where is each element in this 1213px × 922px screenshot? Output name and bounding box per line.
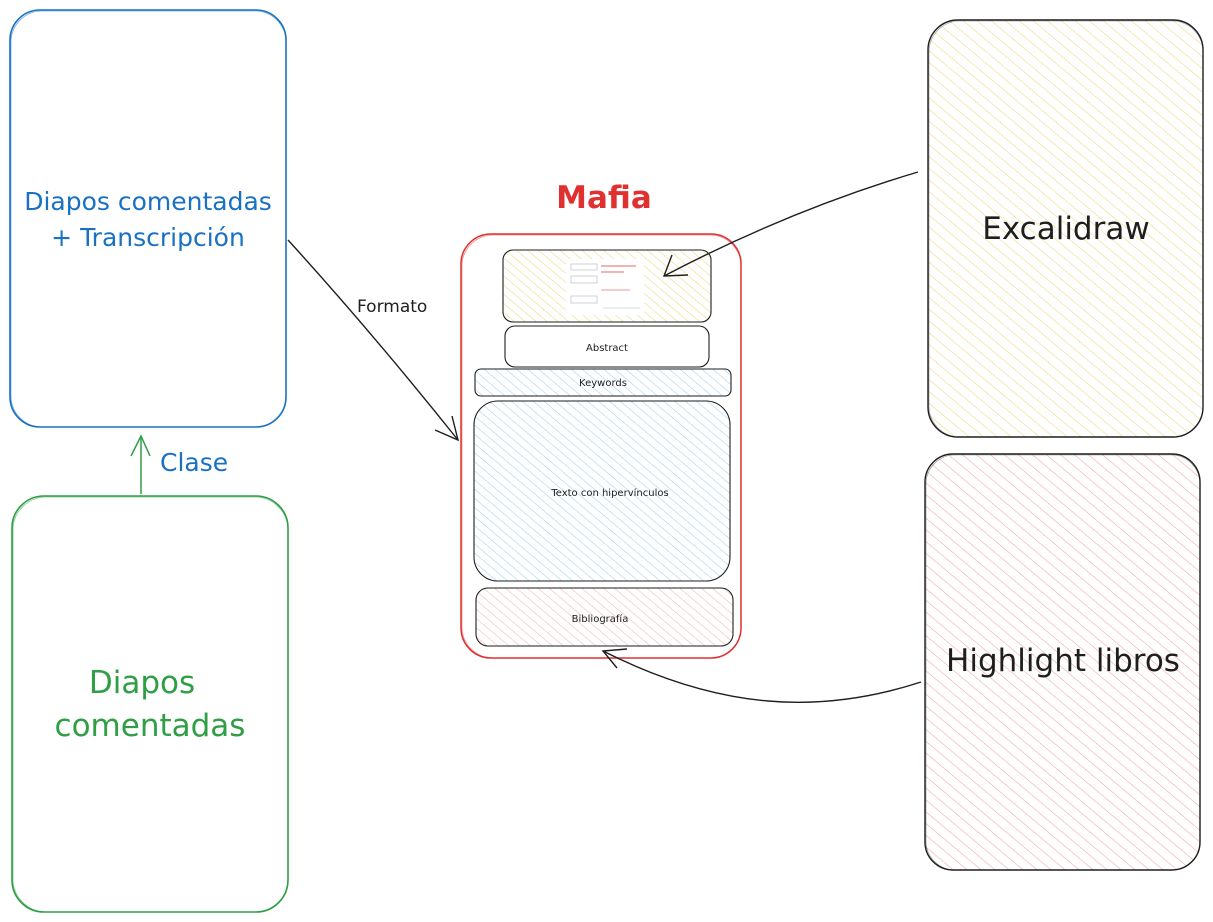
- node-diapos-transcripcion[interactable]: Diapos comentadas + Transcripción: [9, 9, 287, 428]
- edge-clase[interactable]: Clase: [130, 434, 228, 494]
- edge-formato-label: Formato: [357, 297, 427, 317]
- mafia-bibliografia-section[interactable]: Bibliografía: [475, 587, 734, 647]
- edge-formato[interactable]: Formato: [287, 239, 460, 442]
- node-diapos-transcripcion-line2: + Transcripción: [51, 223, 245, 252]
- mafia-abstract-label: Abstract: [586, 343, 628, 354]
- mafia-texto-label: Texto con hipervínculos: [550, 487, 668, 499]
- mafia-keywords-label: Keywords: [579, 378, 627, 389]
- node-diapos-transcripcion-line1: Diapos comentadas: [24, 187, 272, 216]
- mafia-title: Mafia: [556, 180, 652, 216]
- mafia-abstract-section[interactable]: Abstract: [504, 325, 710, 368]
- mafia-texto-section[interactable]: Texto con hipervínculos: [473, 400, 731, 582]
- thumbnail-image: [566, 259, 644, 315]
- node-diapos-comentadas-line2: comentadas: [55, 708, 246, 744]
- mafia-image-section[interactable]: [502, 249, 712, 323]
- node-excalidraw-label: Excalidraw: [982, 211, 1149, 247]
- mafia-keywords-section[interactable]: Keywords: [474, 368, 732, 397]
- node-highlight-libros-label: Highlight libros: [946, 643, 1180, 679]
- mafia-bibliografia-label: Bibliografía: [572, 613, 629, 625]
- node-mafia[interactable]: Abstract Keywords Texto con hipervínculo…: [460, 233, 742, 659]
- node-excalidraw[interactable]: Excalidraw: [927, 19, 1204, 438]
- node-diapos-comentadas-line1: Diapos: [89, 665, 195, 701]
- node-highlight-libros[interactable]: Highlight libros: [924, 453, 1201, 871]
- node-diapos-comentadas[interactable]: Diapos comentadas: [11, 495, 289, 913]
- edge-excalidraw-to-image[interactable]: [662, 171, 919, 277]
- edge-highlight-to-bibliografia[interactable]: [601, 648, 922, 703]
- edge-clase-label: Clase: [160, 448, 228, 477]
